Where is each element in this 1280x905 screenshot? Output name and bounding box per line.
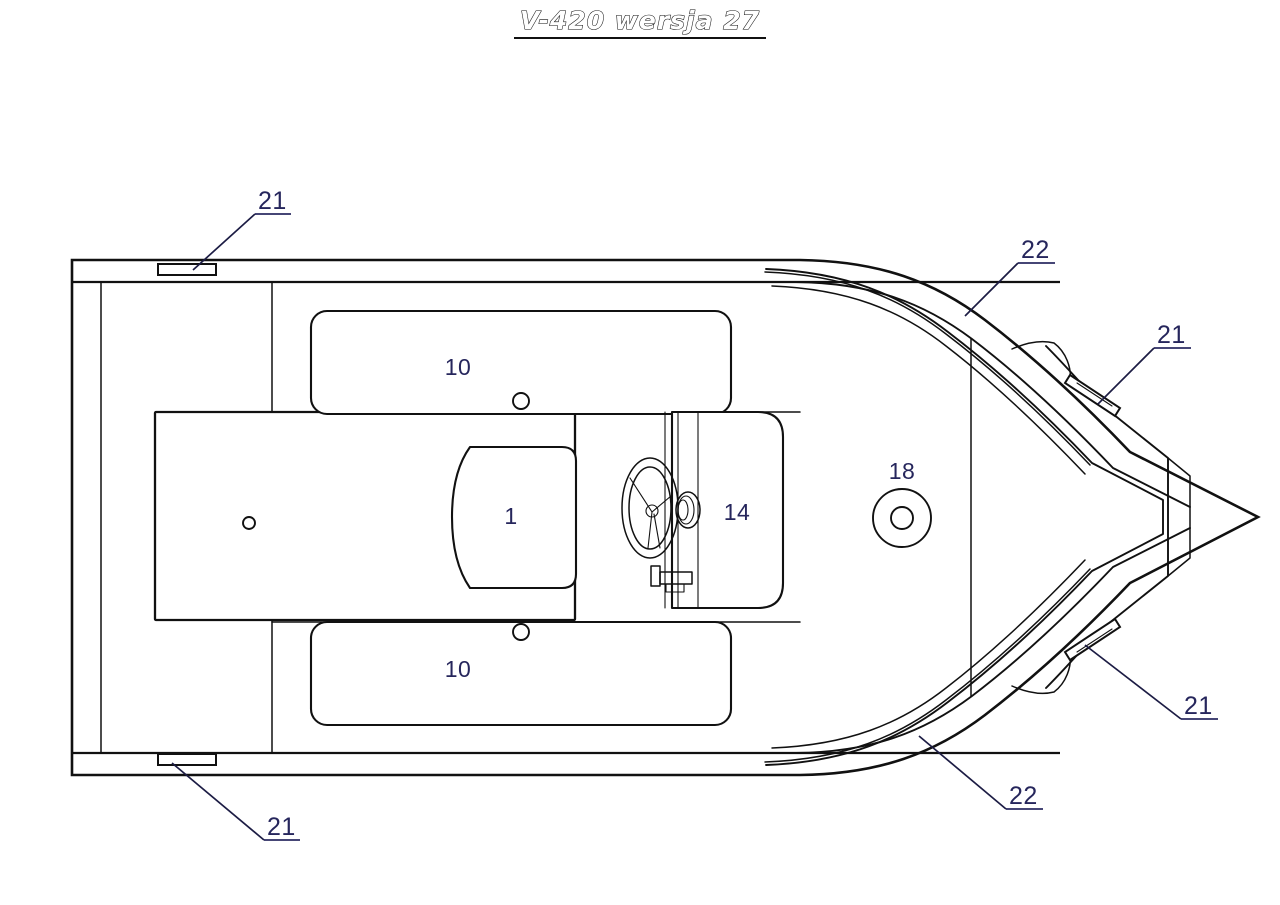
gunwale-inner-line-port <box>99 281 1191 508</box>
throttle-base <box>650 565 661 587</box>
cleats-group <box>157 263 1122 766</box>
floor-hatch-1[interactable] <box>450 445 578 590</box>
deck-liner-line-port <box>765 268 1164 766</box>
title-block: V-420 wersja 27 <box>0 5 1280 39</box>
binnacle-hub[interactable] <box>675 491 701 529</box>
drawing-title: V-420 wersja 27 <box>514 5 766 39</box>
leader-21-stern-port-top <box>192 213 291 271</box>
callout-21-stern-starboard: 21 <box>267 813 296 841</box>
leader-21-bow-port <box>1097 347 1191 405</box>
leader-21-bow-starboard <box>1084 644 1218 720</box>
seat-lockers-group <box>309 309 733 727</box>
deck-drain-aft <box>242 516 256 530</box>
throttle-lever[interactable] <box>650 565 693 593</box>
seat-locker-port[interactable] <box>309 309 733 416</box>
seat-locker-starboard[interactable] <box>309 620 733 727</box>
binnacle-inner-ring <box>677 499 689 521</box>
cleat-bow-port[interactable] <box>1063 373 1122 418</box>
rub-rail-starboard-outer <box>764 568 1091 763</box>
cleat-stern-port[interactable] <box>157 263 217 276</box>
steering-wheel[interactable] <box>621 457 679 559</box>
floor-hatch-group <box>450 445 578 590</box>
steering-wheel-hub-icon <box>645 504 659 518</box>
part-label-10-starboard: 10 <box>445 656 472 682</box>
sheer-notch-port <box>1011 340 1072 383</box>
cleat-bow-starboard[interactable] <box>1063 617 1122 662</box>
deck-plate-18-group[interactable] <box>872 488 932 548</box>
leader-line <box>192 213 256 271</box>
seat-vent-port-icon <box>512 392 530 410</box>
leader-22-bow-port <box>964 262 1055 317</box>
hull-group <box>70 258 1261 777</box>
sheer-notch-starboard <box>1011 652 1072 695</box>
leader-line <box>918 735 1007 810</box>
steering-wheel-spoke-lower <box>647 511 653 549</box>
throttle-pivot <box>665 583 685 593</box>
callout-22-bow-starboard: 22 <box>1009 782 1038 810</box>
bow-chine-line <box>1045 345 1169 689</box>
leader-22-bow-starboard <box>918 735 1043 810</box>
leader-line <box>1084 644 1182 720</box>
callout-21-bow-port: 21 <box>1157 321 1186 349</box>
throttle-handle <box>659 571 693 585</box>
callout-21-bow-starboard: 21 <box>1184 692 1213 720</box>
leader-line <box>1097 347 1155 405</box>
part-label-14-console: 14 <box>724 499 751 525</box>
rub-rail-port-outer <box>764 271 1091 466</box>
cleat-bow-starboard-slot-inner <box>1076 628 1113 653</box>
steering-wheel-spoke-right <box>651 495 672 513</box>
part-label-1-floor-hatch: 1 <box>504 503 517 529</box>
seat-vent-starboard-icon <box>512 623 530 641</box>
steering-wheel-spoke-lower2 <box>653 513 661 549</box>
rub-rail-port-inner <box>771 285 1086 475</box>
callout-numbers-group: 21 22 21 21 22 21 <box>258 187 1213 841</box>
hull-outer-outline <box>70 258 1261 777</box>
part-labels-group: 10 1 14 18 10 <box>445 354 916 682</box>
bow-tip-reinforcement <box>1167 457 1191 577</box>
console-14[interactable] <box>670 410 785 610</box>
cleat-bow-port-slot-inner <box>1076 382 1113 407</box>
callout-leaders-group <box>171 213 1218 841</box>
callout-21-stern-port-top: 21 <box>258 187 287 215</box>
leader-21-stern-starboard <box>171 762 300 841</box>
cleat-bow-starboard-slot-outer <box>1063 617 1122 662</box>
part-label-10-port: 10 <box>445 354 472 380</box>
binnacle-outer-ring <box>675 491 701 529</box>
console-group <box>621 410 785 610</box>
steering-wheel-spoke-upper <box>629 477 653 513</box>
callout-22-bow-port: 22 <box>1021 236 1050 264</box>
cleat-stern-starboard[interactable] <box>157 753 217 766</box>
cleat-bow-port-slot-outer <box>1063 373 1122 418</box>
part-label-18-deck-plate: 18 <box>889 458 916 484</box>
rub-rail-starboard-inner <box>771 559 1086 749</box>
leader-line <box>171 762 265 841</box>
deck-plate-inner-ring <box>890 506 914 530</box>
leader-line <box>964 262 1019 317</box>
steering-wheel-rim-inner <box>628 466 672 550</box>
